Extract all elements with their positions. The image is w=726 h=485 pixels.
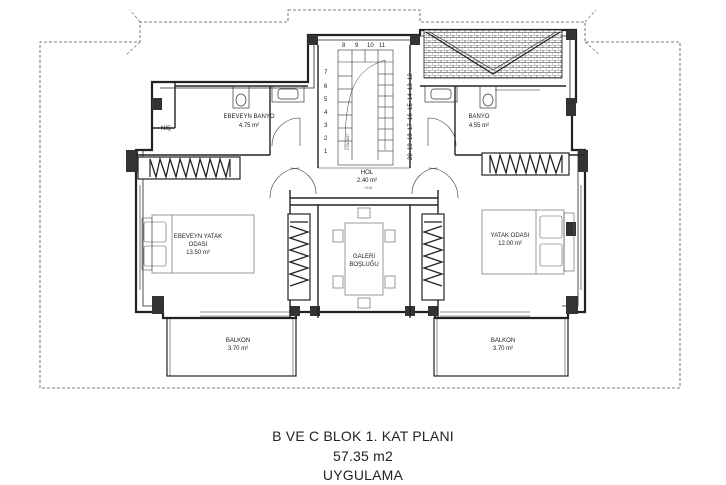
svg-text:19: 19 xyxy=(408,143,414,150)
svg-text:16: 16 xyxy=(408,113,414,120)
room-labels: EBEVEYN BANYO 4.75 m² BANYO 4.55 m² NİŞ … xyxy=(161,114,530,352)
svg-text:K:20x16/27: K:20x16/27 xyxy=(346,134,350,150)
galeri-name2: BOŞLUĞU xyxy=(349,261,378,268)
svg-text:1: 1 xyxy=(324,149,328,155)
caption-title: B VE C BLOK 1. KAT PLANI xyxy=(272,428,454,444)
bathroom-fixtures-right xyxy=(424,85,497,109)
svg-text:18: 18 xyxy=(408,133,414,140)
windows xyxy=(135,81,586,317)
staircase xyxy=(337,49,394,166)
ebeveyn-yatak-name2: ODASI xyxy=(189,242,208,248)
wardrobes xyxy=(137,152,570,301)
stair-numbers: 8 9 10 11 7 6 5 4 3 2 1 20 19 18 17 16 1… xyxy=(324,43,414,160)
hol-area: 2.40 m² xyxy=(357,178,377,184)
ebeveyn-banyo-area: 4.75 m² xyxy=(239,123,259,129)
gallery-dining xyxy=(332,207,396,309)
svg-text:4: 4 xyxy=(324,110,328,116)
svg-text:13: 13 xyxy=(408,83,414,90)
roof-block xyxy=(423,29,563,79)
hol-name: HOL xyxy=(361,170,374,176)
yatak-odasi-area: 12.00 m² xyxy=(498,241,522,247)
svg-text:10: 10 xyxy=(367,43,374,49)
balkon-right-area: 3.70 m² xyxy=(493,346,513,352)
caption-status: UYGULAMA xyxy=(322,467,404,483)
nis-name: NİŞ xyxy=(161,125,171,132)
svg-text:5: 5 xyxy=(324,97,328,103)
bed-right xyxy=(481,209,575,275)
doors xyxy=(269,117,459,199)
svg-text:17: 17 xyxy=(408,123,414,130)
bed-left xyxy=(141,214,255,274)
svg-text:11: 11 xyxy=(379,43,386,49)
balkon-left-area: 3.70 m² xyxy=(228,346,248,352)
svg-text:8: 8 xyxy=(342,43,346,49)
hol-level: +3.18 xyxy=(364,186,372,190)
balkon-left-name: BALKON xyxy=(226,338,250,344)
ebeveyn-yatak-area: 13.50 m² xyxy=(186,250,210,256)
svg-text:6: 6 xyxy=(324,84,328,90)
ebeveyn-yatak-name1: EBEVEYN YATAK xyxy=(174,234,222,240)
galeri-name1: GALERİ xyxy=(353,253,375,260)
banyo-name: BANYO xyxy=(468,114,489,120)
balkon-right-name: BALKON xyxy=(491,338,515,344)
svg-text:3: 3 xyxy=(324,123,328,129)
banyo-area: 4.55 m² xyxy=(469,123,489,129)
caption-area: 57.35 m2 xyxy=(333,448,393,464)
bathroom-fixtures-left xyxy=(232,85,305,109)
ebeveyn-banyo-name: EBEVEYN BANYO xyxy=(223,114,274,120)
svg-text:20: 20 xyxy=(408,153,414,160)
svg-text:14: 14 xyxy=(408,93,414,100)
svg-text:9: 9 xyxy=(355,43,359,49)
svg-text:12: 12 xyxy=(408,73,414,80)
balconies xyxy=(166,317,569,377)
svg-text:2: 2 xyxy=(324,136,328,142)
yatak-odasi-name: YATAK ODASI xyxy=(491,233,530,239)
wall-columns xyxy=(126,30,588,316)
svg-text:7: 7 xyxy=(324,70,328,76)
svg-text:15: 15 xyxy=(408,103,414,110)
